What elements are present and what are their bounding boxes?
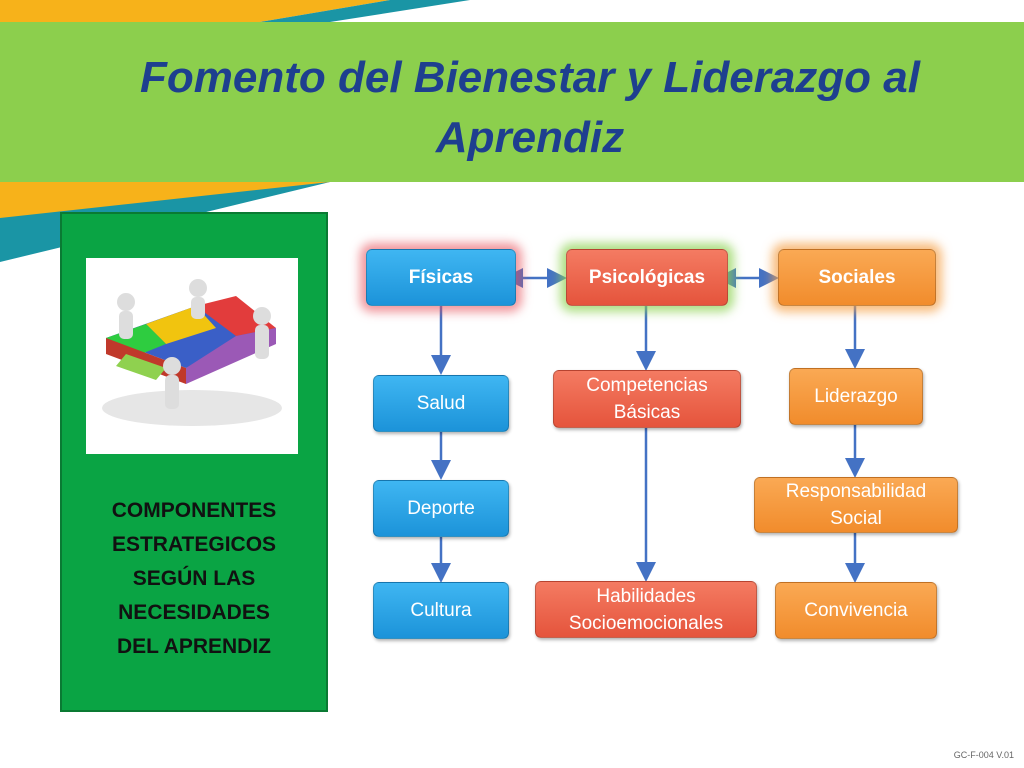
footer-code: GC-F-004 V.01 bbox=[953, 750, 1014, 760]
node-deporte: Deporte bbox=[373, 480, 509, 537]
teamwork-puzzle-image bbox=[86, 258, 298, 454]
node-competencias-basicas: Competencias Básicas bbox=[553, 370, 741, 428]
title-banner bbox=[0, 22, 1024, 182]
node-cultura: Cultura bbox=[373, 582, 509, 639]
node-fisicas: Físicas bbox=[366, 249, 516, 306]
components-panel: COMPONENTES ESTRATEGICOS SEGÚN LAS NECES… bbox=[60, 212, 328, 712]
node-habilidades-socioemocionales: Habilidades Socioemocionales bbox=[535, 581, 757, 638]
node-salud: Salud bbox=[373, 375, 509, 432]
node-convivencia: Convivencia bbox=[775, 582, 937, 639]
node-responsabilidad-social: Responsabilidad Social bbox=[754, 477, 958, 533]
node-psicologicas: Psicológicas bbox=[566, 249, 728, 306]
slide-title: Fomento del Bienestar y Liderazgo al Apr… bbox=[140, 53, 920, 162]
teamwork-puzzle-icon bbox=[102, 279, 282, 426]
node-sociales: Sociales bbox=[778, 249, 936, 306]
node-liderazgo: Liderazgo bbox=[789, 368, 923, 425]
components-description: COMPONENTES ESTRATEGICOS SEGÚN LAS NECES… bbox=[111, 499, 277, 658]
